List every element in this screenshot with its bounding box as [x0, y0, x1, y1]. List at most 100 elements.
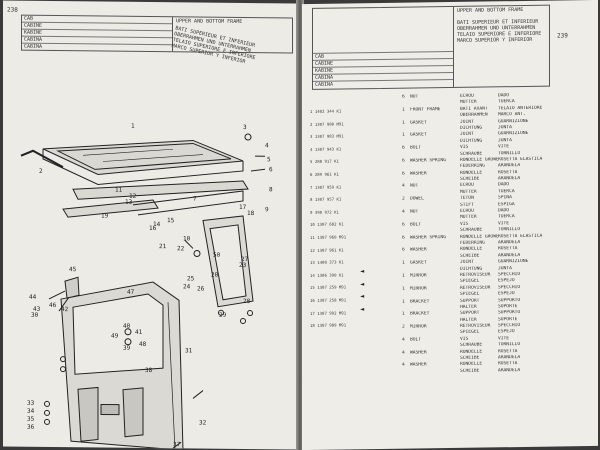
part-cell: 6: [402, 145, 405, 151]
callout-label: 18: [247, 210, 255, 217]
callout-label: 8: [269, 186, 273, 193]
arrow-marker: ◄: [360, 279, 365, 288]
left-page-header: CAB CABINE KABINE CABINA CABINA UPPER AN…: [21, 14, 293, 65]
callout-label: 46: [49, 302, 57, 309]
part-code: 6 289 961 K1: [310, 171, 339, 177]
callout-label: 34: [27, 408, 35, 415]
section-column: CAB CABINE KABINE CABINA CABINA: [313, 6, 454, 89]
callout-label: 13: [125, 199, 133, 206]
callout-label: 47: [127, 289, 135, 296]
arrow-marker: ◄: [360, 292, 365, 301]
callout-label: 32: [199, 420, 207, 427]
callout-label: 15: [167, 217, 175, 224]
callout-label: 43: [33, 306, 41, 313]
roof-frame: [42, 139, 244, 175]
arrow-marker: ◄: [360, 267, 365, 276]
callout-label: 26: [197, 285, 205, 292]
section-column: CAB CABINE KABINE CABINA CABINA: [22, 15, 173, 52]
callout-label: 29: [219, 312, 227, 319]
part-cell: 1: [402, 132, 405, 139]
callout-label: 17: [239, 204, 247, 211]
callout-label: 30: [31, 312, 39, 319]
callout-label: 23: [239, 262, 247, 269]
part-code-column: 1 1402 344 K1 2 1307 980 M91 3 1307 983 M9…: [310, 105, 350, 332]
right-page: 239 CAB CABINE KABINE CABINA CABINA UPPE…: [302, 0, 598, 450]
title-column: UPPER AND BOTTOM FRAME BATI SUPERIEUR ET…: [455, 6, 549, 87]
callout-label: 2: [39, 168, 43, 175]
part-code: 10 1307 682 K1: [310, 221, 344, 228]
part-code: 13 1400 373 K1: [310, 259, 344, 266]
right-page-number: 239: [557, 32, 568, 40]
part-code: 18 1307 989 M91: [310, 322, 347, 329]
lower-frame: [72, 180, 249, 200]
part-cell: SCHEIBE: [460, 368, 480, 374]
callout-label: 24: [183, 283, 191, 290]
part-code: 14 1306 390 K1: [310, 272, 344, 278]
part-code: 9 390 972 K1: [310, 209, 339, 215]
callout-label: 27: [241, 256, 249, 263]
callout-label: 37: [173, 441, 181, 448]
side-bar: [20, 149, 64, 168]
window: [72, 293, 164, 375]
part-code: 8 1307 957 K1: [310, 196, 342, 203]
callout-label: 10: [183, 235, 191, 242]
part-cell: ARANDELA: [498, 367, 521, 374]
callout-label: 6: [269, 166, 273, 173]
part-cell: 6: [402, 248, 405, 254]
callout-label: 1: [131, 123, 135, 130]
callout-label: 35: [27, 416, 35, 423]
callout-label: 22: [177, 245, 185, 252]
part-code: 2 1307 980 M91: [310, 121, 344, 127]
callout-label: 49: [111, 333, 119, 340]
callout-label: 5: [267, 156, 271, 163]
callout-label: 28: [243, 298, 251, 305]
arrow-marker: ◄: [360, 304, 365, 314]
left-page: 238 CAB CABINE KABINE CABINA CABINA UPPE…: [3, 0, 297, 450]
right-page-header: CAB CABINE KABINE CABINA CABINA UPPER AN…: [312, 4, 550, 90]
callout-label: 14: [153, 221, 161, 228]
part-code: 12 1307 961 K1: [310, 247, 344, 253]
callout-label: 7: [193, 195, 197, 202]
part-cell: 1: [402, 311, 405, 317]
exploded-diagram: 1 2 3 4 5 6 7 8 9 10 11 12 13 14 15 16 1…: [20, 123, 273, 450]
callout-label: 41: [135, 329, 143, 336]
callout-label: 48: [139, 341, 147, 348]
callout-label: 31: [185, 347, 193, 354]
callout-label: 36: [27, 424, 35, 431]
part-code: 11 1307 960 M91: [310, 234, 347, 240]
callout-label: 3: [243, 124, 247, 131]
mirror: [64, 276, 80, 299]
callout-label: 21: [159, 243, 167, 250]
part-code: 16 1307 258 M91: [310, 297, 347, 303]
callout-label: 33: [27, 400, 35, 407]
part-code: 3 1307 983 M91: [310, 133, 344, 140]
callout-label: 20: [211, 272, 219, 279]
left-page-number: 238: [7, 6, 18, 14]
title-column: UPPER AND BOTTOM FRAME BATI SUPERIEUR ET…: [171, 17, 292, 65]
callout-label: 9: [265, 206, 269, 213]
callout-label: 25: [187, 275, 195, 282]
part-cell: 2: [402, 196, 405, 202]
callout-label: 4: [265, 142, 269, 149]
callout-label: 11: [115, 187, 123, 194]
title-line: MARCO SUPERIOR Y INFERIOR: [457, 36, 533, 44]
title-line: UPPER AND BOTTOM FRAME: [457, 6, 524, 14]
callout-label: 19: [101, 212, 109, 219]
callout-label: 38: [145, 367, 153, 374]
book-gutter: [296, 0, 304, 450]
callout-label: 40: [123, 323, 131, 330]
callout-label: 45: [69, 266, 77, 273]
callout-label: 42: [61, 306, 69, 313]
part-code: 4 1307 943 K1: [310, 146, 342, 152]
callout-label: 16: [149, 225, 157, 232]
part-code: 1 1402 344 K1: [310, 108, 342, 114]
part-code: 15 1307 259 M91: [310, 284, 347, 291]
part-cell: [410, 375, 460, 376]
callout-label: 39: [123, 345, 131, 352]
part-cell: 4: [402, 363, 405, 369]
part-code: 5 288 917 K1: [310, 158, 339, 165]
callout-label: 50: [213, 252, 221, 259]
part-cell: 1: [402, 260, 405, 266]
